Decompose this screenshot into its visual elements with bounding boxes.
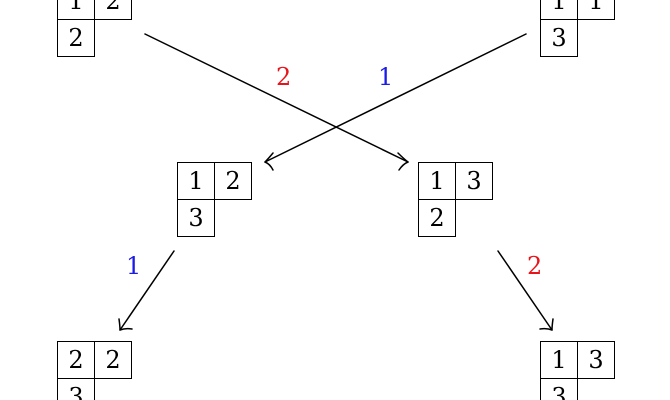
tableau-cell: 3 <box>57 378 95 400</box>
tableau-cell: 1 <box>57 0 95 20</box>
arrowhead <box>397 152 409 171</box>
edge-line <box>497 250 553 331</box>
edge-line <box>264 33 527 163</box>
tableau-cell: 3 <box>540 378 578 400</box>
edge-label: 1 <box>378 63 394 91</box>
tableau-cell: 1 <box>177 162 215 200</box>
arrowhead <box>539 318 554 331</box>
tableau-cell: 2 <box>94 0 132 20</box>
tableau-cell: 2 <box>214 162 252 200</box>
tableau-cell: 2 <box>94 341 132 379</box>
arrowhead <box>118 318 133 331</box>
tableau-cell: 2 <box>418 199 456 237</box>
tableau-cell: 3 <box>177 199 215 237</box>
tableau-cell: 1 <box>540 0 578 20</box>
tableau-cell: 2 <box>57 19 95 57</box>
tableau-cell: 3 <box>577 341 615 379</box>
arrowhead <box>264 152 274 171</box>
edge-label: 1 <box>126 252 142 280</box>
edge-line <box>144 33 409 163</box>
edge-label: 2 <box>276 63 292 91</box>
tableau-cell: 1 <box>540 341 578 379</box>
tableau-cell: 3 <box>455 162 493 200</box>
edge-line <box>119 250 175 331</box>
tableau-cell: 1 <box>577 0 615 20</box>
edge-label: 2 <box>527 252 543 280</box>
tableau-cell: 3 <box>540 19 578 57</box>
tableau-cell: 1 <box>418 162 456 200</box>
tableau-cell: 2 <box>57 341 95 379</box>
